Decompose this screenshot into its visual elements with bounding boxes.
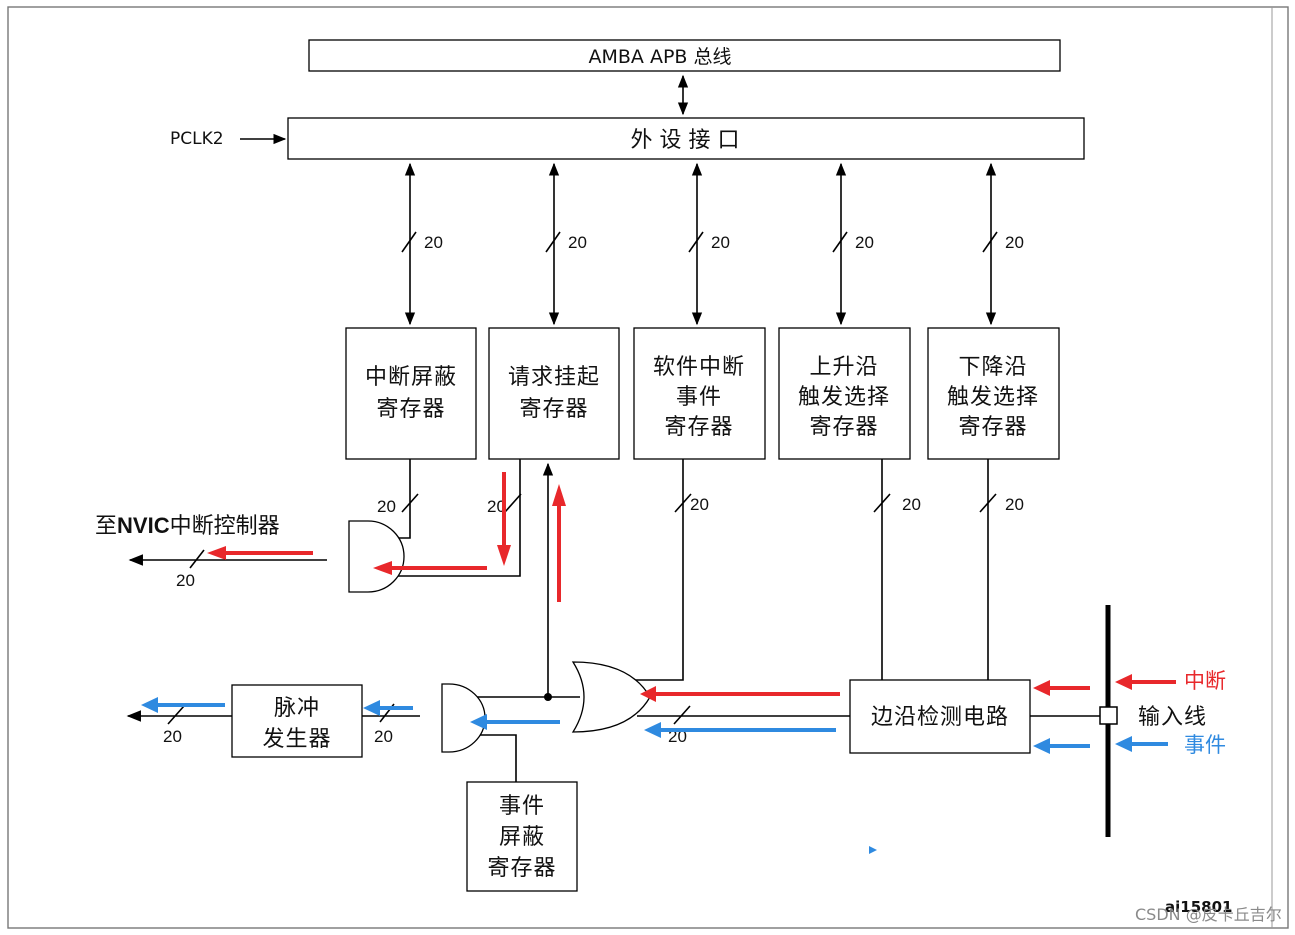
- register-bus-arrows: 20 20 20 20 20: [401, 162, 1024, 326]
- bus-slash: [167, 705, 185, 725]
- figure-id: ai15801: [1165, 898, 1232, 916]
- bus-width-label: 20: [163, 727, 182, 746]
- wiring: 20 20 20 20 20 20 20: [126, 459, 1100, 782]
- bus-width-label: 20: [374, 727, 393, 746]
- register-rtsr-line3: 寄存器: [809, 415, 878, 440]
- event-arrow: [644, 722, 836, 738]
- register-pr: 请求挂起 寄存器: [488, 327, 620, 460]
- bus-slash: [545, 231, 561, 253]
- interrupt-arrow: [1115, 674, 1176, 690]
- bus-slash: [189, 549, 205, 569]
- interrupt-arrow: [552, 484, 566, 602]
- register-rtsr-line1: 上升沿: [809, 355, 878, 380]
- watermark: CSDN @皮卡丘吉尔: [1135, 905, 1282, 924]
- bus-width-label: 20: [711, 233, 730, 252]
- bus-slash: [832, 231, 848, 253]
- register-pr-line2: 寄存器: [519, 397, 588, 422]
- bus-width-label: 20: [377, 497, 396, 516]
- interrupt-arrow: [497, 472, 511, 566]
- peripheral-interface-label: 外 设 接 口: [631, 128, 740, 153]
- event-marker: [869, 846, 877, 854]
- event-arrow: [1115, 736, 1168, 752]
- wire-pr-and: [372, 459, 521, 577]
- event-arrow: [141, 697, 225, 713]
- register-rtsr-line2: 触发选择: [798, 385, 890, 410]
- wire-swier-or: [635, 459, 684, 681]
- pulse-generator: 脉冲 发生器: [231, 684, 363, 758]
- event-mask-line2: 屏蔽: [499, 825, 545, 850]
- interrupt-and-gate: [348, 520, 405, 593]
- interrupt-arrow: [373, 561, 487, 575]
- input-line: 输入线: [1099, 605, 1207, 837]
- edge-detect-circuit: 边沿检测电路: [849, 679, 1031, 754]
- figure-frame: [7, 6, 1289, 929]
- bus-width-label: 20: [568, 233, 587, 252]
- bus-slash: [688, 231, 704, 253]
- edge-detect-label: 边沿检测电路: [871, 705, 1009, 730]
- event-arrow: [363, 700, 413, 716]
- input-pin: [1099, 706, 1118, 725]
- bus-slash: [504, 493, 522, 513]
- interrupt-path-arrows: [207, 472, 1176, 702]
- wire-emr-and: [480, 734, 517, 782]
- peripheral-interface: 外 设 接 口: [287, 117, 1085, 160]
- pclk2-label: PCLK2: [170, 129, 224, 149]
- event-mask-line1: 事件: [499, 794, 545, 819]
- event-arrow: [1033, 738, 1090, 754]
- register-pr-line1: 请求挂起: [508, 365, 600, 390]
- bus-slash: [979, 493, 997, 513]
- bus-slash: [401, 493, 419, 513]
- legend-event: 事件: [1184, 733, 1226, 757]
- nvic-label: 至NVIC中断控制器: [95, 513, 280, 539]
- interrupt-arrow: [640, 686, 840, 702]
- register-imr-line2: 寄存器: [376, 397, 445, 422]
- amba-apb-bus: AMBA APB 总线: [308, 39, 1061, 72]
- event-path-arrows: [141, 697, 1168, 854]
- interrupt-arrow: [1033, 680, 1090, 696]
- interrupt-arrow: [207, 546, 313, 560]
- register-ftsr-line1: 下降沿: [958, 355, 1027, 380]
- bus-slash: [673, 705, 691, 725]
- bus-width-label: 20: [487, 497, 506, 516]
- event-mask-register: 事件 屏蔽 寄存器: [466, 781, 578, 892]
- bus-width-label: 20: [1005, 495, 1024, 514]
- bus-slash: [982, 231, 998, 253]
- bus-width-label: 20: [902, 495, 921, 514]
- bus-width-label: 20: [690, 495, 709, 514]
- pulse-generator-line2: 发生器: [262, 727, 331, 752]
- bus-width-label: 20: [424, 233, 443, 252]
- register-swier-line1: 软件中断: [653, 355, 745, 380]
- bus-width-label: 20: [855, 233, 874, 252]
- register-rtsr: 上升沿 触发选择 寄存器: [778, 327, 911, 460]
- register-ftsr-line2: 触发选择: [947, 385, 1039, 410]
- register-ftsr-line3: 寄存器: [958, 415, 1027, 440]
- register-swier-line2: 事件: [676, 385, 722, 410]
- event-mask-line3: 寄存器: [487, 856, 556, 881]
- bus-width-label: 20: [176, 571, 195, 590]
- register-swier: 软件中断 事件 寄存器: [633, 327, 766, 460]
- event-arrow: [470, 714, 560, 730]
- bus-slash: [873, 493, 891, 513]
- or-gate: [571, 661, 651, 733]
- bus-width-label: 20: [1005, 233, 1024, 252]
- register-imr-line1: 中断屏蔽: [365, 365, 457, 390]
- input-line-label: 输入线: [1138, 705, 1207, 730]
- register-imr: 中断屏蔽 寄存器: [345, 327, 477, 460]
- register-ftsr: 下降沿 触发选择 寄存器: [927, 327, 1060, 460]
- amba-apb-bus-label: AMBA APB 总线: [589, 46, 732, 68]
- pulse-generator-line1: 脉冲: [274, 696, 320, 721]
- bus-slash: [401, 231, 417, 253]
- legend-interrupt: 中断: [1184, 669, 1226, 693]
- bus-slash: [674, 493, 692, 513]
- register-swier-line3: 寄存器: [664, 415, 733, 440]
